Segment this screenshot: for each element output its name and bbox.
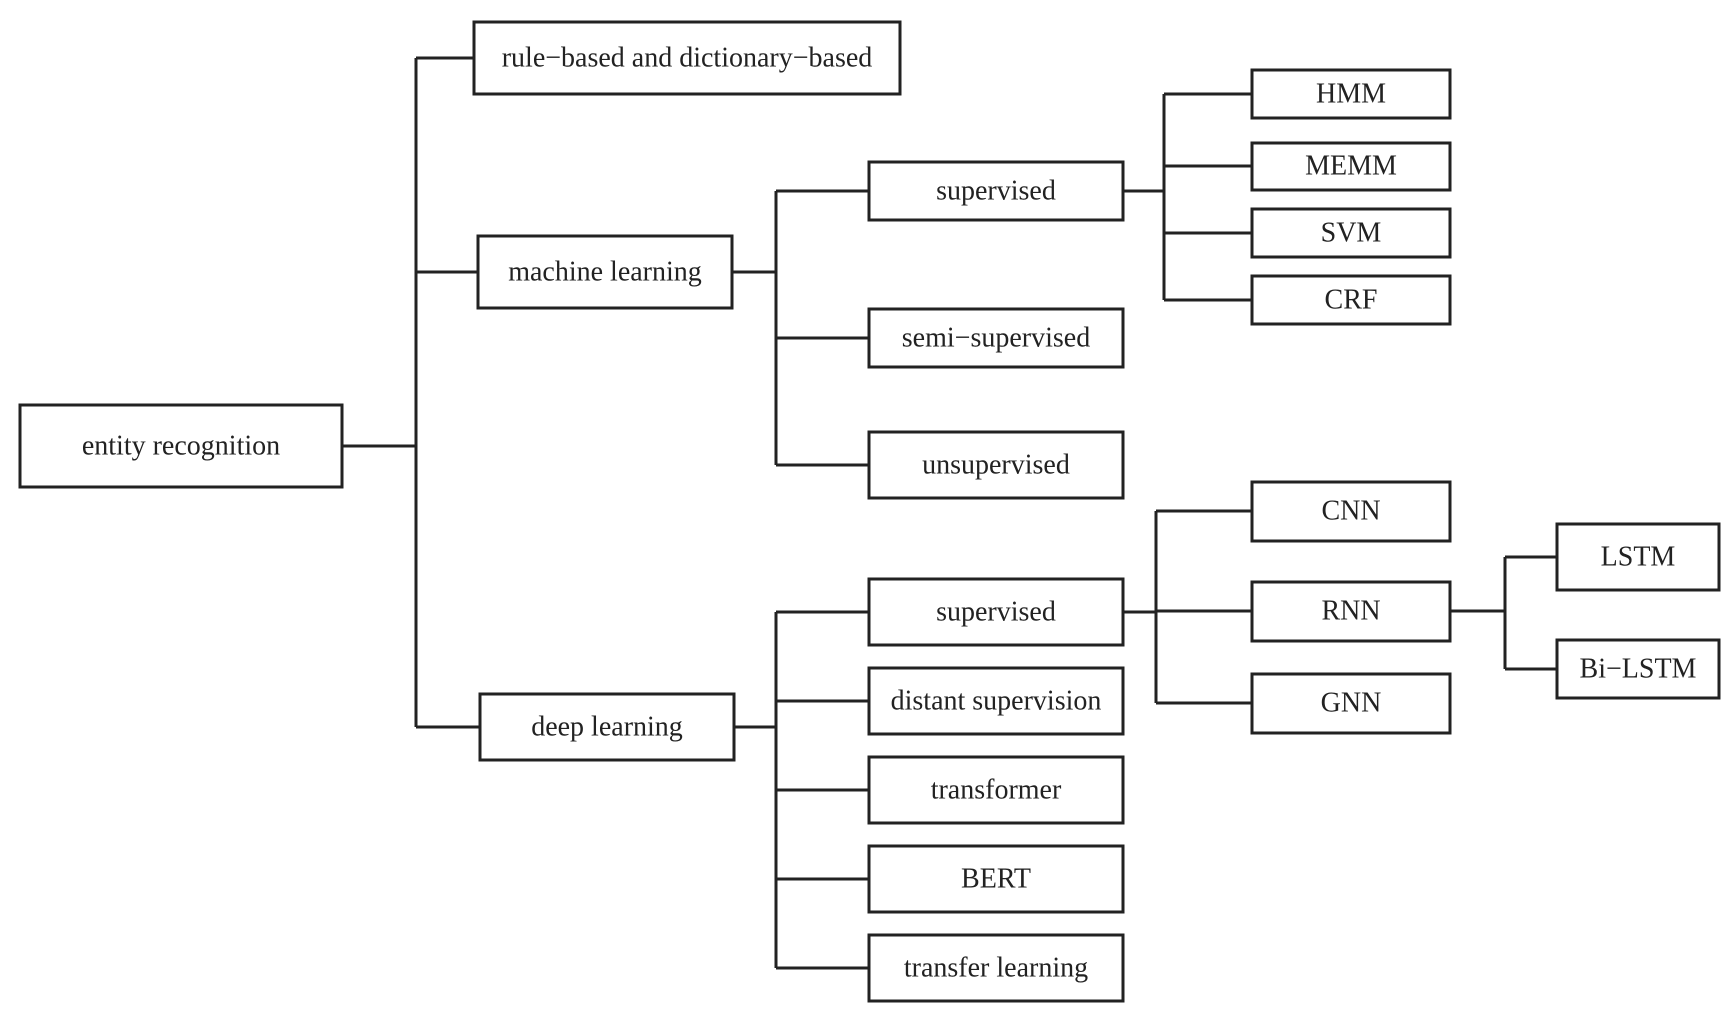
node-label: unsupervised [922,450,1070,481]
node-label: CRF [1325,285,1378,316]
node-distant-supervision: distant supervision [867,666,1125,736]
node-label: SVM [1321,218,1382,249]
node-label: entity recognition [82,431,280,462]
node-rule-based-dictionary-based: rule−based and dictionary−based [472,20,902,96]
node-bi-lstm: Bi−LSTM [1555,638,1721,700]
node-label: semi−supervised [902,323,1090,354]
node-label: rule−based and dictionary−based [502,43,873,74]
node-transformer: transformer [867,755,1125,825]
node-memm: MEMM [1250,141,1452,192]
connector-lines [342,56,1557,970]
node-label: HMM [1316,79,1386,110]
node-label: deep learning [531,712,683,743]
node-hmm: HMM [1250,68,1452,120]
node-label: LSTM [1601,542,1676,573]
node-label: GNN [1321,688,1382,719]
node-crf: CRF [1250,274,1452,326]
node-ml-unsupervised: unsupervised [867,430,1125,500]
node-ml-supervised: supervised [867,160,1125,222]
node-label: Bi−LSTM [1580,654,1697,685]
node-gnn: GNN [1250,672,1452,735]
node-label: RNN [1321,596,1380,627]
node-transfer-learning: transfer learning [867,933,1125,1003]
node-label: machine learning [508,257,702,288]
node-bert: BERT [867,844,1125,914]
node-label: CNN [1321,496,1380,527]
node-lstm: LSTM [1555,522,1721,592]
node-entity-recognition: entity recognition [18,403,344,489]
node-label: MEMM [1305,151,1397,182]
node-label: transfer learning [904,953,1088,984]
node-cnn: CNN [1250,480,1452,543]
node-dl-supervised: supervised [867,577,1125,647]
node-label: BERT [961,864,1031,895]
node-label: transformer [931,775,1062,806]
node-label: distant supervision [891,686,1102,717]
node-rnn: RNN [1250,580,1452,643]
node-machine-learning: machine learning [476,234,734,310]
node-deep-learning: deep learning [478,692,736,762]
node-label: supervised [936,176,1056,207]
node-svm: SVM [1250,207,1452,259]
node-ml-semi-supervised: semi−supervised [867,307,1125,369]
node-label: supervised [936,597,1056,628]
